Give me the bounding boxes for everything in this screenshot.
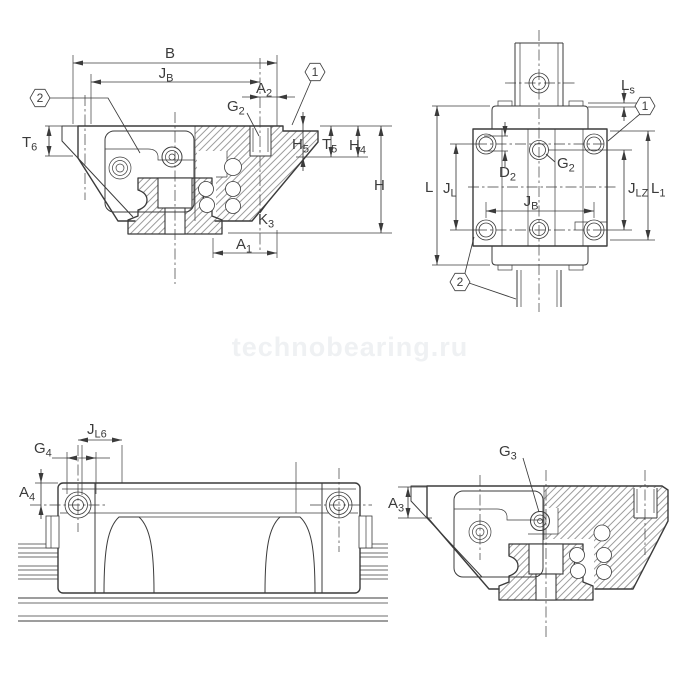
dim-JB: JB	[485, 193, 595, 218]
g3-lube-fitting	[530, 511, 550, 531]
svg-text:1: 1	[312, 65, 319, 79]
rail-side-right	[360, 543, 388, 580]
dim-JLZ: JLZ	[548, 149, 649, 231]
track-arch-right	[264, 516, 316, 594]
top-view: Ls 1 L JL D2 G2	[425, 30, 665, 312]
end-cap-face	[104, 130, 195, 213]
svg-text:G2: G2	[227, 98, 245, 118]
svg-text:1: 1	[642, 99, 649, 113]
svg-text:2: 2	[457, 275, 464, 289]
end-cap-screw	[108, 156, 132, 180]
dim-H: H	[228, 126, 392, 234]
detail-section-view: G3 A3	[388, 443, 669, 638]
dim-T6: T6	[22, 125, 76, 157]
dim-JB: JB	[90, 65, 260, 124]
lube-fitting	[161, 146, 183, 168]
end-cap-face	[453, 490, 544, 578]
dim-L1: L1	[610, 130, 665, 241]
svg-text:T5: T5	[322, 136, 337, 156]
carriage-outline	[426, 485, 669, 590]
saddle-top	[491, 100, 589, 129]
front-section-view: B JB A2 G2 1 2	[22, 45, 392, 284]
svg-text:JL: JL	[443, 180, 457, 200]
svg-text:JB: JB	[524, 193, 539, 213]
svg-text:G3: G3	[499, 443, 517, 463]
dim-B: B	[72, 45, 278, 126]
svg-text:T6: T6	[22, 134, 37, 154]
dim-T5: T5	[322, 126, 337, 157]
svg-text:JB: JB	[159, 65, 174, 85]
callout-K3: K3	[258, 197, 274, 231]
side-view: JL6 G4 A4	[18, 421, 388, 622]
callout-G2: G2	[227, 98, 260, 137]
saddle-bottom	[491, 246, 589, 307]
dim-H4: H4	[349, 126, 366, 157]
carriage-outline	[77, 125, 319, 222]
ball-elements	[198, 158, 242, 214]
carriage-plate	[472, 128, 608, 247]
g2-thread-hole	[250, 126, 271, 156]
ball-elements	[569, 524, 612, 580]
svg-text:JL6: JL6	[87, 421, 107, 441]
balloon-2: 2	[29, 88, 141, 154]
carriage-section-hatch	[195, 126, 318, 221]
callout-G2: G2	[545, 153, 575, 175]
svg-text:G2: G2	[557, 155, 575, 175]
dim-G4: G4	[34, 440, 110, 494]
svg-text:L1: L1	[651, 180, 665, 200]
svg-text:A4: A4	[19, 484, 35, 504]
left-clamp-block	[410, 485, 483, 578]
rail-top	[505, 42, 575, 106]
svg-text:H: H	[374, 177, 385, 194]
lube-port-left	[45, 515, 60, 549]
dim-A1: A1	[212, 230, 278, 258]
dim-A3: A3	[388, 486, 432, 519]
svg-text:A1: A1	[236, 236, 252, 256]
watermark-text: technobearing.ru	[232, 332, 469, 362]
svg-text:K3: K3	[258, 211, 274, 231]
end-cap-contour	[454, 508, 544, 521]
rail-bottom-edges	[18, 597, 388, 622]
dim-JL: JL	[443, 143, 477, 231]
svg-text:Ls: Ls	[621, 77, 635, 97]
rail-side-left	[18, 543, 58, 580]
dim-L: L	[425, 105, 490, 266]
svg-text:A3: A3	[388, 495, 404, 515]
dim-D2: D2	[484, 122, 516, 184]
svg-text:H5: H5	[292, 136, 309, 156]
dim-A4: A4	[19, 469, 58, 519]
dim-Ls: Ls	[588, 77, 640, 121]
svg-text:H4: H4	[349, 137, 366, 157]
svg-text:B: B	[165, 45, 175, 62]
svg-text:G4: G4	[34, 440, 52, 460]
svg-text:2: 2	[37, 91, 44, 105]
end-cap-contour	[105, 148, 195, 161]
balloon-1: 1	[607, 96, 656, 142]
track-arch-left	[103, 516, 155, 594]
bolt-hole	[634, 488, 657, 518]
balloon-1: 1	[291, 62, 326, 126]
svg-text:D2: D2	[499, 164, 516, 184]
lube-port-right	[358, 515, 373, 549]
svg-text:L: L	[425, 179, 433, 196]
dim-A2: A2	[242, 80, 295, 100]
dim-JL6: JL6	[78, 421, 122, 443]
svg-text:JLZ: JLZ	[628, 180, 649, 200]
lube-channel-pocket	[197, 151, 227, 177]
balloon-2: 2	[449, 236, 517, 300]
svg-text:A2: A2	[256, 80, 272, 100]
callout-G3: G3	[499, 443, 540, 513]
